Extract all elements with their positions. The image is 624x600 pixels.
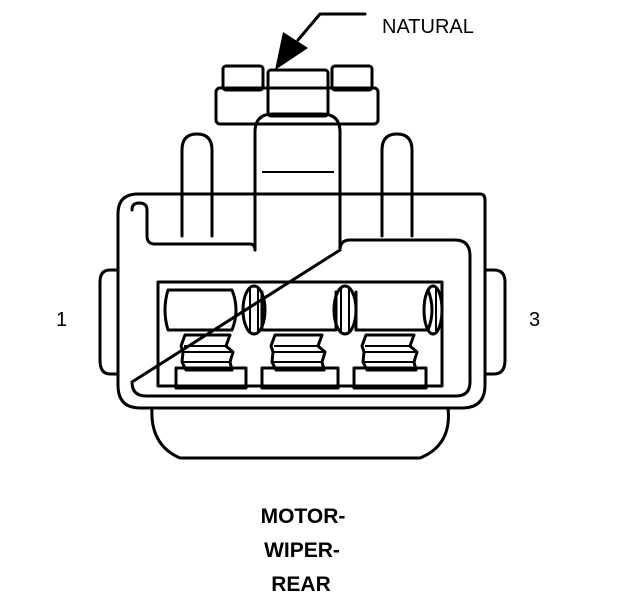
callout-label-natural: NATURAL — [382, 16, 474, 38]
terminal-pads — [174, 366, 428, 390]
connector-left-ear — [98, 268, 120, 376]
connector-top-latch — [214, 64, 380, 126]
terminal-separators — [241, 284, 444, 336]
pin-label-1: 1 — [56, 309, 67, 331]
connector-housing-outer — [116, 192, 487, 410]
connector-right-ear — [483, 268, 507, 376]
connector-center-tower — [253, 112, 342, 252]
caption-line-1: MOTOR- — [261, 505, 346, 528]
caption-line-2: WIPER- — [264, 539, 340, 562]
terminal-bodies — [179, 333, 419, 372]
caption-line-3: REAR — [271, 573, 331, 596]
terminal-cavity-frame — [156, 280, 444, 388]
terminal-tops — [163, 288, 434, 332]
callout-leader — [275, 12, 367, 70]
connector-housing-inner — [130, 201, 472, 398]
connector-ribs — [180, 132, 414, 238]
pin-label-3: 3 — [529, 309, 540, 331]
connector-bottom-shroud — [150, 406, 450, 460]
